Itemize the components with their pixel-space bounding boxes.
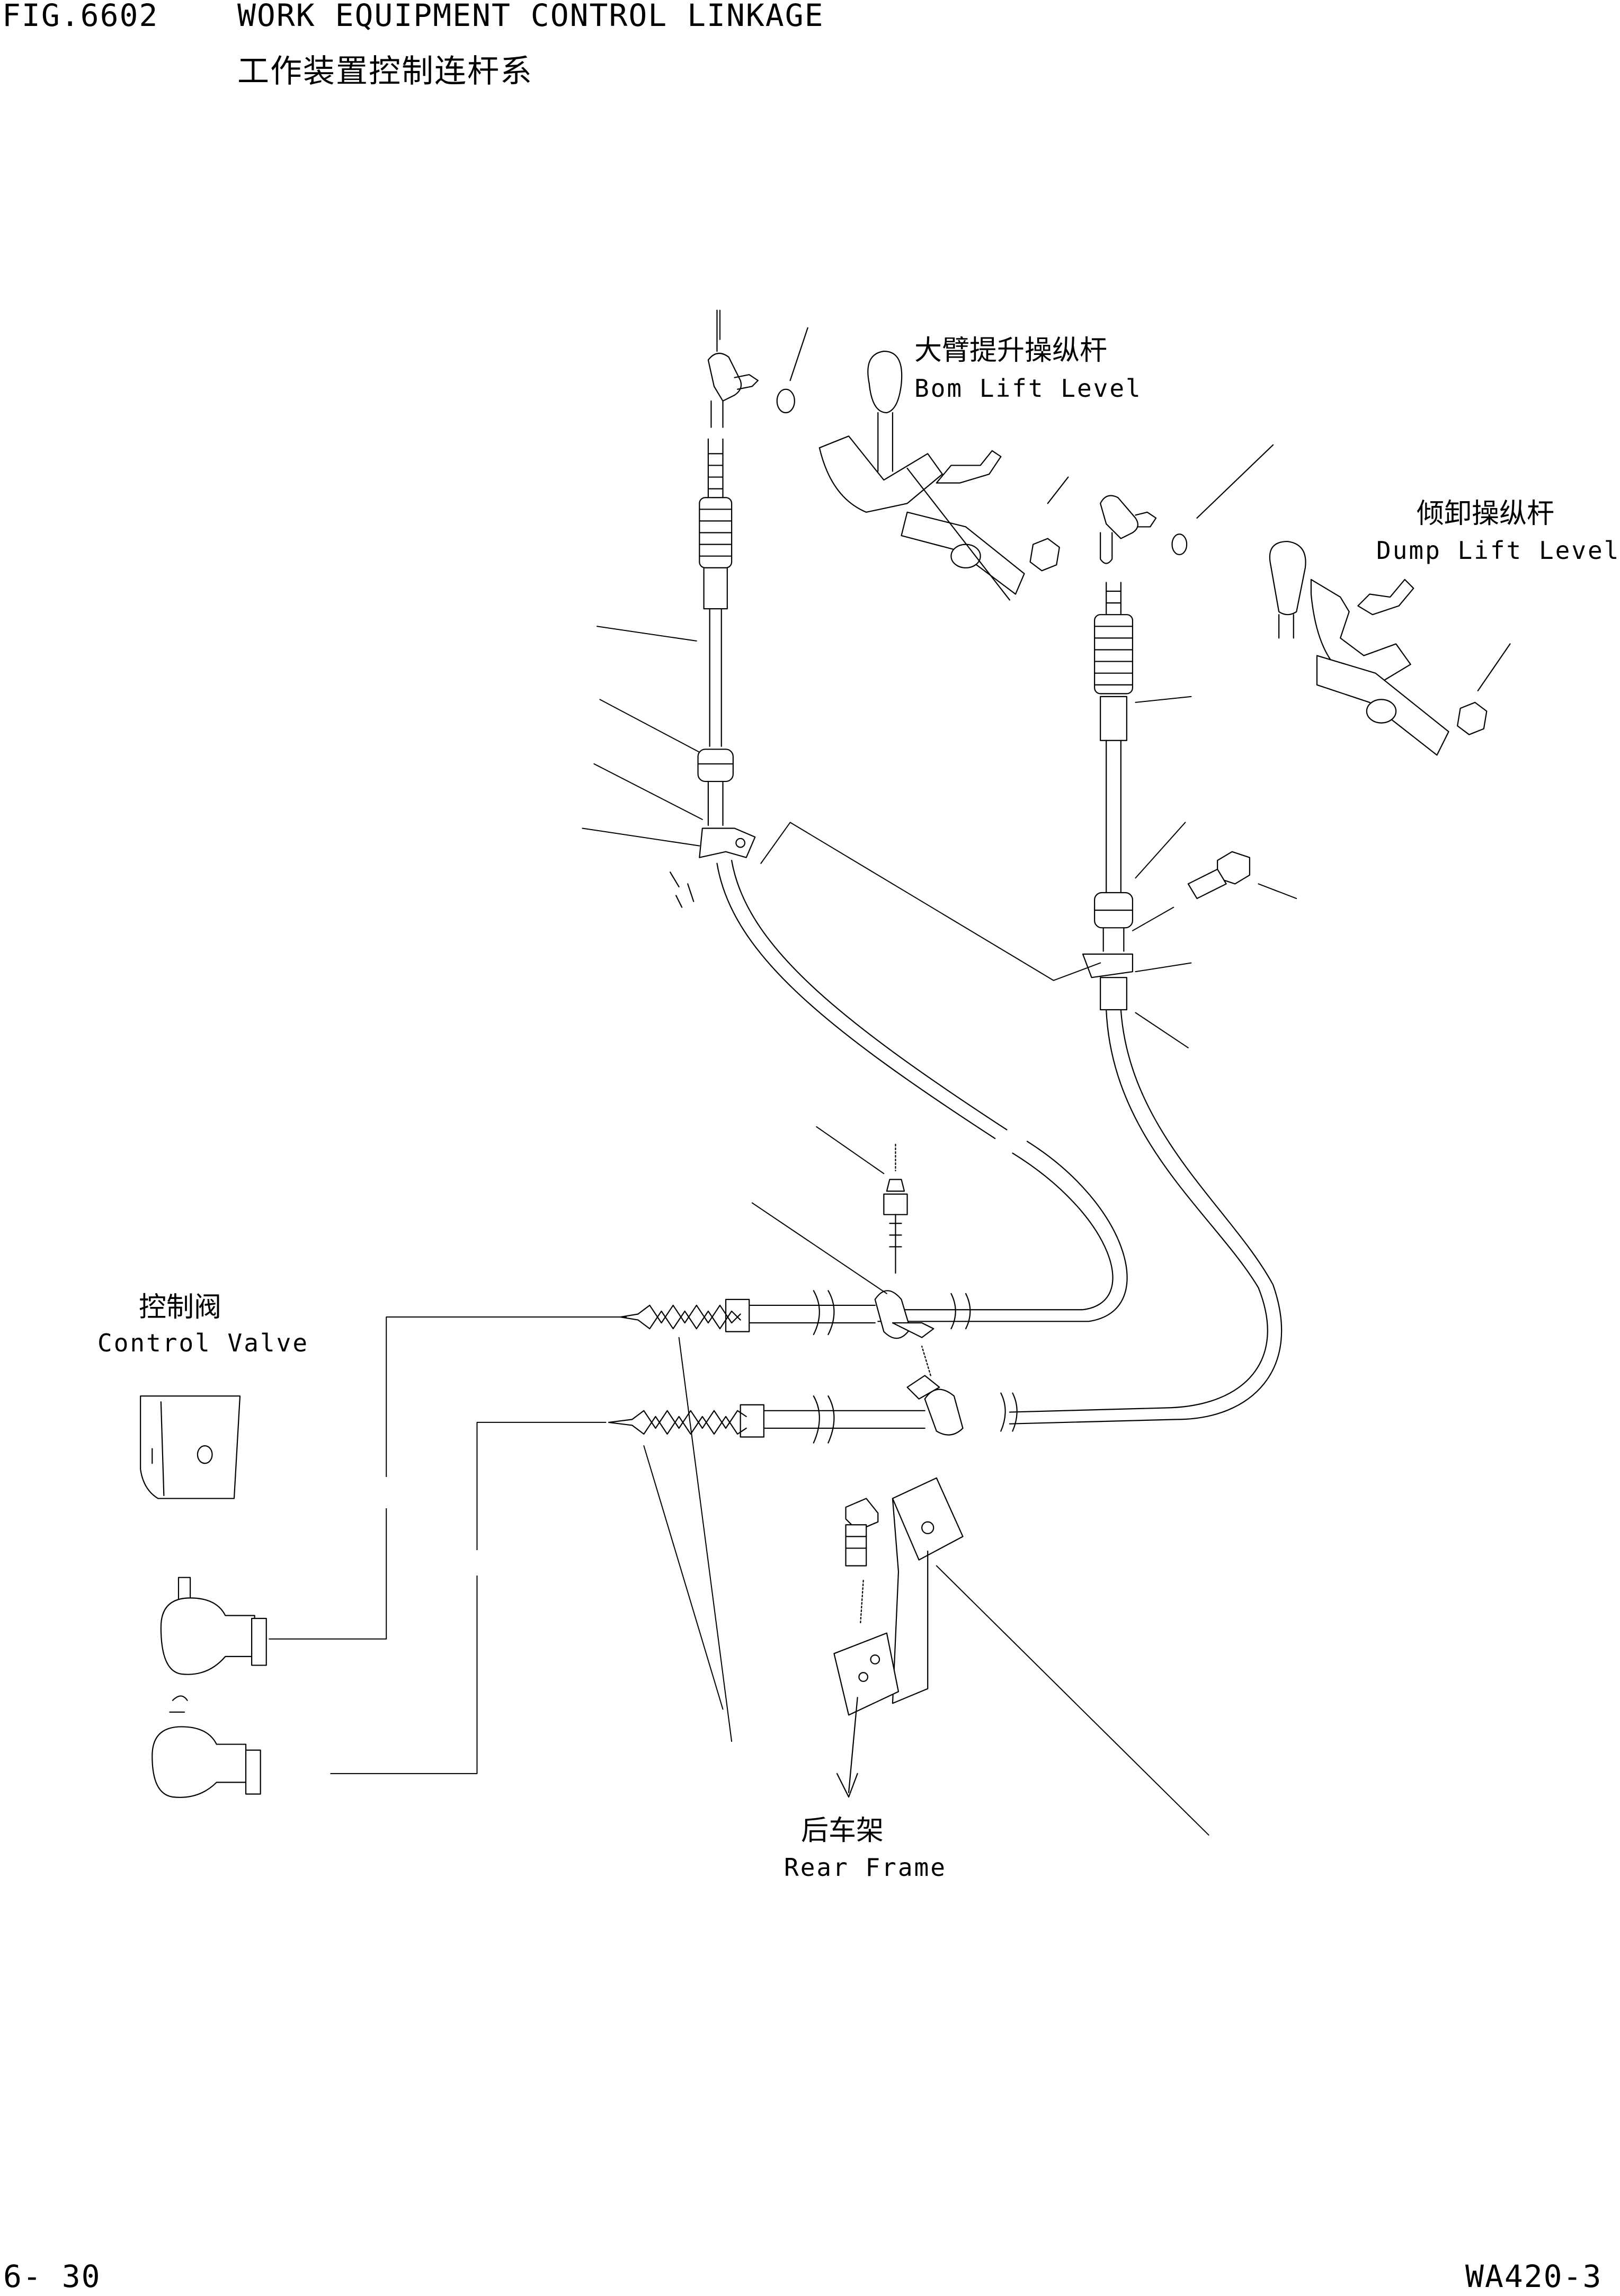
boom-lift-lever-drawing — [777, 328, 1069, 600]
ball-joints-drawing — [152, 1578, 266, 1797]
rear-frame-label-en: Rear Frame — [784, 1853, 947, 1882]
leader-lines — [269, 310, 1296, 1835]
dump-lift-lever-drawing — [1172, 445, 1510, 755]
figure-title: WORK EQUIPMENT CONTROL LINKAGE — [237, 0, 824, 33]
control-valve-drawing — [140, 1396, 240, 1498]
rear-frame-bracket — [834, 1478, 963, 1797]
mounting-bolt — [1188, 852, 1250, 898]
dump-lift-lever-label-cn: 倾卸操纵杆 — [1417, 498, 1555, 530]
page-number: 6- 30 — [3, 2258, 101, 2294]
boom-lift-lever-label-cn: 大臂提升操纵杆 — [914, 335, 1108, 367]
figure-number: FIG.6602 — [2, 0, 159, 33]
control-valve-label-cn: 控制阀 — [139, 1292, 222, 1323]
boom-cable-assembly — [620, 310, 1127, 1339]
dump-lift-lever-label-en: Dump Lift Level — [1376, 536, 1620, 565]
boom-lift-lever-label-en: Bom Lift Level — [914, 374, 1142, 403]
model-number: WA420-3 — [1465, 2258, 1603, 2294]
control-valve-label-en: Control Valve — [97, 1329, 309, 1357]
rear-frame-label-cn: 后车架 — [801, 1815, 884, 1847]
dump-cable-assembly — [609, 496, 1281, 1443]
figure-title-chinese: 工作装置控制连杆系 — [237, 53, 533, 90]
